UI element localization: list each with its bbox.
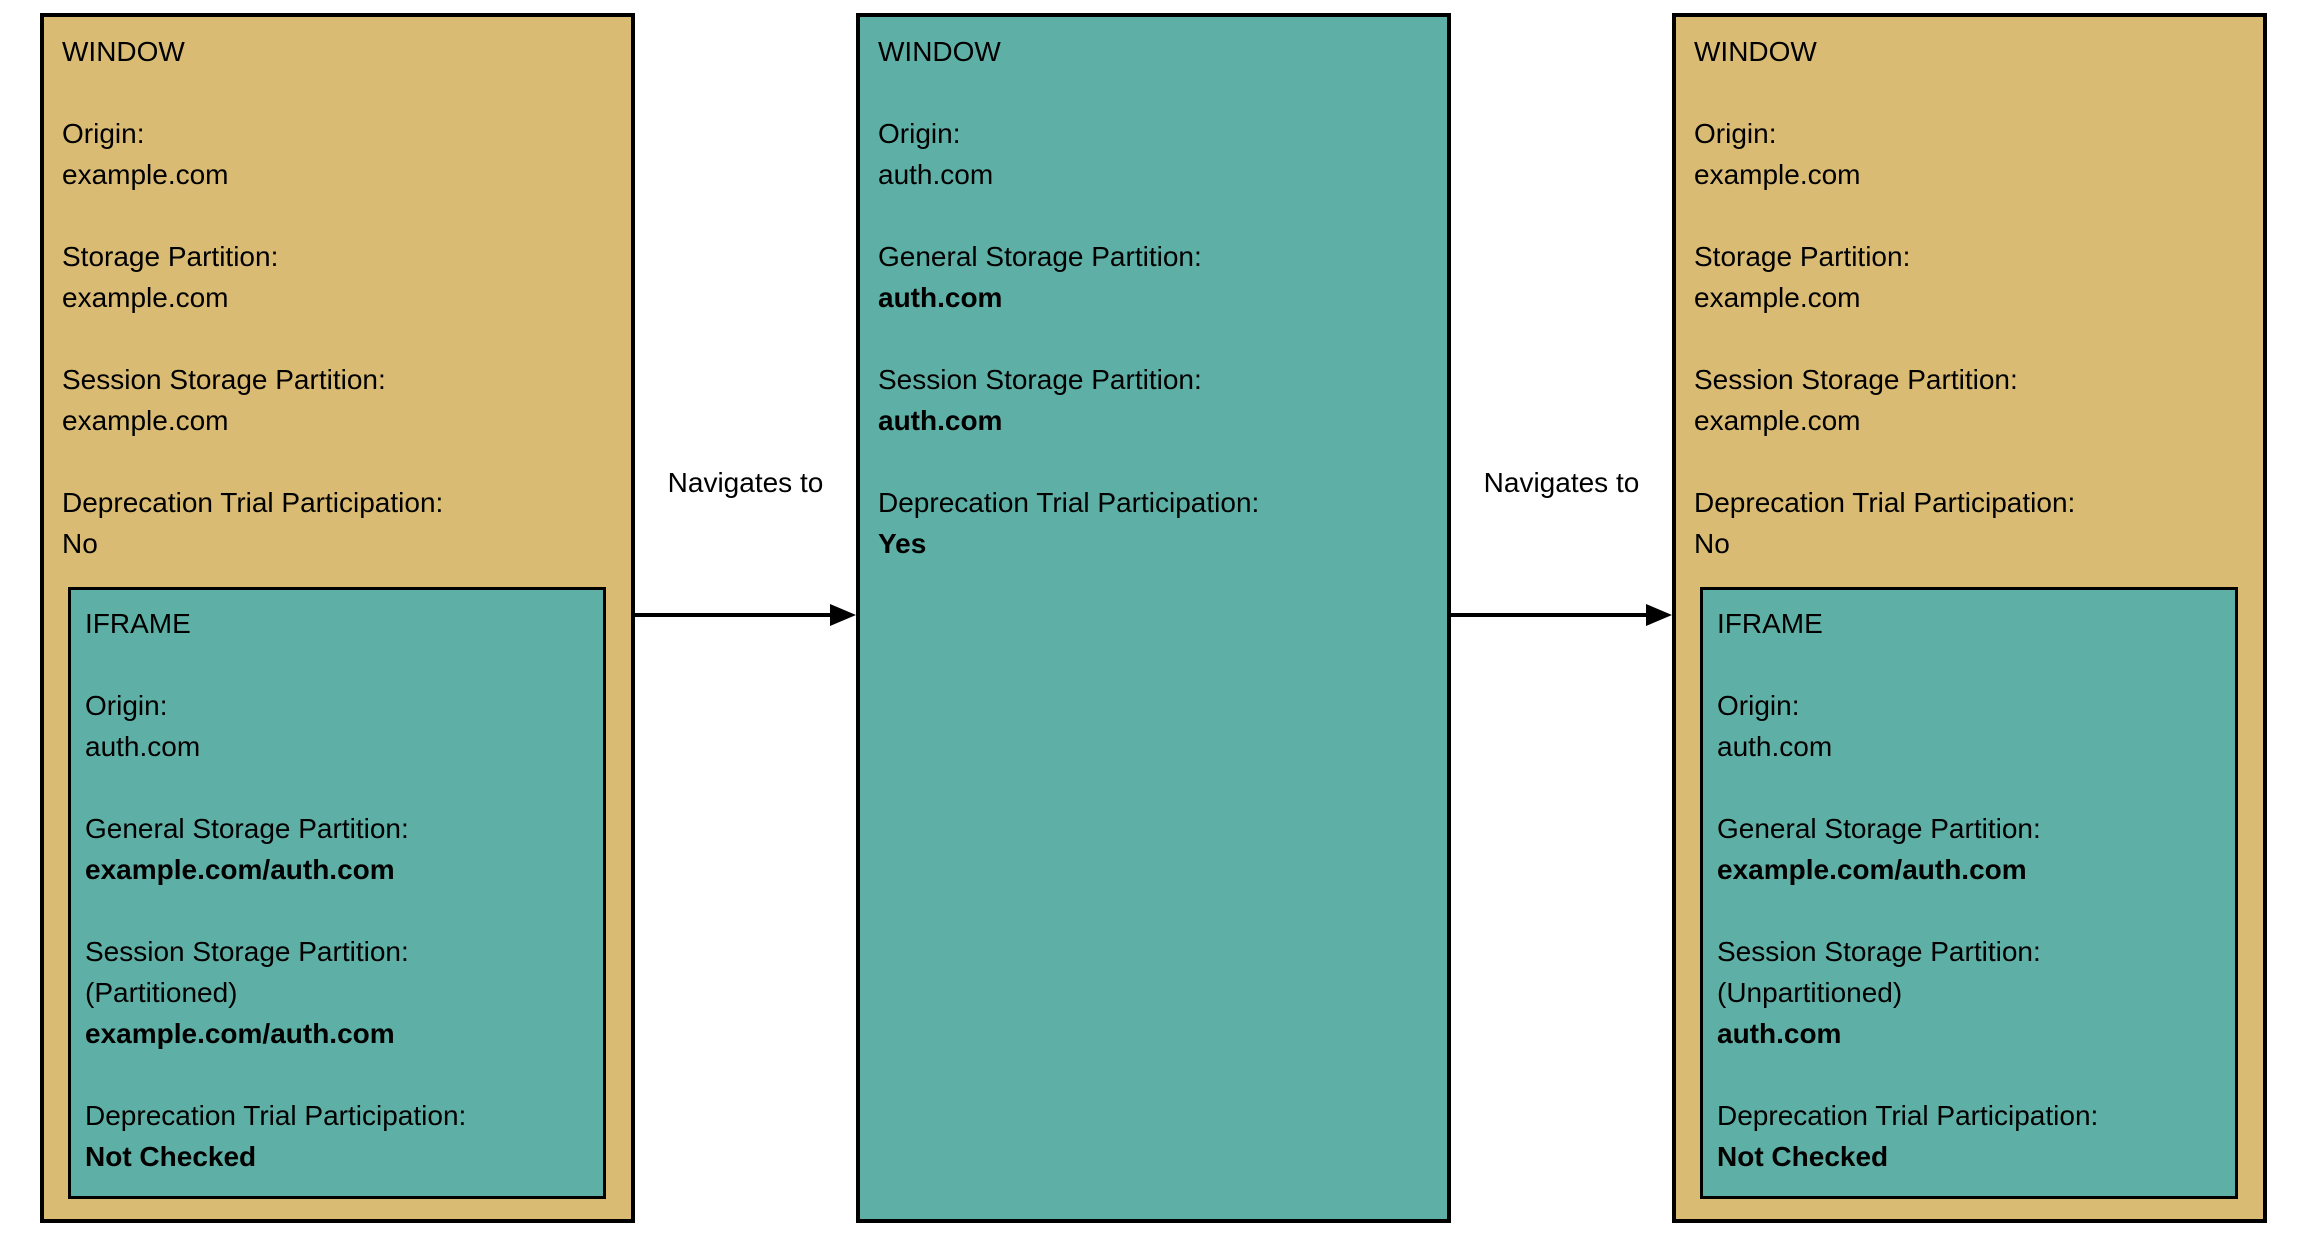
arrow-line <box>635 613 833 617</box>
field-label: Origin: <box>62 118 145 149</box>
field-value: auth.com <box>878 282 1003 313</box>
window-box-auth: WINDOW Origin: auth.com General Storage … <box>856 13 1451 1223</box>
field-value: Not Checked <box>85 1141 257 1172</box>
field-label: Deprecation Trial Participation: <box>878 487 1260 518</box>
field-value: No <box>62 528 98 559</box>
field-general-storage-partition: General Storage Partition: example.com/a… <box>1717 808 2221 890</box>
field-label: Session Storage Partition: <box>1717 936 2041 967</box>
field-storage-partition: Storage Partition: example.com <box>62 236 613 318</box>
field-value: auth.com <box>878 159 994 190</box>
field-label: General Storage Partition: <box>878 241 1202 272</box>
field-value: example.com <box>1694 405 1861 436</box>
field-session-storage-partition: Session Storage Partition: (Unpartitione… <box>1717 931 2221 1054</box>
field-value: example.com <box>62 405 229 436</box>
field-value: auth.com <box>1717 1018 1842 1049</box>
field-label: General Storage Partition: <box>85 813 409 844</box>
field-label: Deprecation Trial Participation: <box>1694 487 2076 518</box>
field-label: Deprecation Trial Participation: <box>85 1100 467 1131</box>
field-value: example.com/auth.com <box>85 854 395 885</box>
field-origin: Origin: example.com <box>1694 113 2245 195</box>
navigates-to-label: Navigates to <box>1483 467 1640 498</box>
field-value: example.com <box>62 282 229 313</box>
field-deprecation-trial: Deprecation Trial Participation: No <box>1694 482 2245 564</box>
window-box-example-after: WINDOW Origin: example.com Storage Parti… <box>1672 13 2267 1223</box>
field-session-storage-partition: Session Storage Partition: example.com <box>1694 359 2245 441</box>
field-general-storage-partition: General Storage Partition: auth.com <box>878 236 1429 318</box>
field-label: Origin: <box>878 118 961 149</box>
field-deprecation-trial: Deprecation Trial Participation: Yes <box>878 482 1429 564</box>
field-deprecation-trial: Deprecation Trial Participation: No <box>62 482 613 564</box>
iframe-box-auth-unpartitioned: IFRAME Origin: auth.com General Storage … <box>1700 587 2238 1199</box>
field-origin: Origin: example.com <box>62 113 613 195</box>
field-value: auth.com <box>85 731 201 762</box>
arrowhead-icon <box>1646 604 1672 626</box>
field-session-storage-partition: Session Storage Partition: example.com <box>62 359 613 441</box>
field-deprecation-trial: Deprecation Trial Participation: Not Che… <box>1717 1095 2221 1177</box>
field-value: Not Checked <box>1717 1141 1889 1172</box>
field-value: auth.com <box>878 405 1003 436</box>
field-origin: Origin: auth.com <box>85 685 589 767</box>
field-session-storage-partition: Session Storage Partition: auth.com <box>878 359 1429 441</box>
field-deprecation-trial: Deprecation Trial Participation: Not Che… <box>85 1095 589 1177</box>
field-value: Yes <box>878 528 927 559</box>
navigates-to-label: Navigates to <box>667 467 824 498</box>
navigation-arrow <box>1451 604 1672 626</box>
field-note: (Unpartitioned) <box>1717 977 1903 1008</box>
field-storage-partition: Storage Partition: example.com <box>1694 236 2245 318</box>
field-label: General Storage Partition: <box>1717 813 2041 844</box>
field-label: Session Storage Partition: <box>85 936 409 967</box>
field-label: Storage Partition: <box>1694 241 1911 272</box>
field-value: example.com/auth.com <box>1717 854 2027 885</box>
field-label: Storage Partition: <box>62 241 279 272</box>
field-value: example.com <box>62 159 229 190</box>
field-label: Origin: <box>85 690 168 721</box>
field-label: Deprecation Trial Participation: <box>1717 1100 2099 1131</box>
iframe-box-auth-partitioned: IFRAME Origin: auth.com General Storage … <box>68 587 606 1199</box>
iframe-title: IFRAME <box>1717 608 1823 639</box>
field-label: Session Storage Partition: <box>62 364 386 395</box>
window-title: WINDOW <box>1694 36 1817 67</box>
arrow-line <box>1451 613 1649 617</box>
field-note: (Partitioned) <box>85 977 238 1008</box>
field-origin: Origin: auth.com <box>878 113 1429 195</box>
field-origin: Origin: auth.com <box>1717 685 2221 767</box>
field-session-storage-partition: Session Storage Partition: (Partitioned)… <box>85 931 589 1054</box>
field-value: example.com <box>1694 159 1861 190</box>
field-label: Origin: <box>1694 118 1777 149</box>
arrowhead-icon <box>830 604 856 626</box>
window-title: WINDOW <box>878 36 1001 67</box>
iframe-title: IFRAME <box>85 608 191 639</box>
field-general-storage-partition: General Storage Partition: example.com/a… <box>85 808 589 890</box>
field-label: Session Storage Partition: <box>878 364 1202 395</box>
field-value: No <box>1694 528 1730 559</box>
field-value: example.com/auth.com <box>85 1018 395 1049</box>
navigation-arrow <box>635 604 856 626</box>
window-box-example-before: WINDOW Origin: example.com Storage Parti… <box>40 13 635 1223</box>
field-value: example.com <box>1694 282 1861 313</box>
window-title: WINDOW <box>62 36 185 67</box>
field-value: auth.com <box>1717 731 1833 762</box>
field-label: Session Storage Partition: <box>1694 364 2018 395</box>
field-label: Deprecation Trial Participation: <box>62 487 444 518</box>
field-label: Origin: <box>1717 690 1800 721</box>
